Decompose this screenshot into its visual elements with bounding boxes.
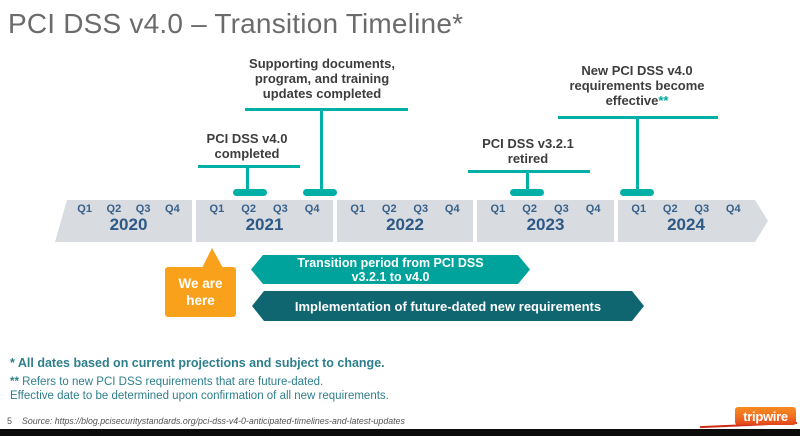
timeline-year-2020: Q1 Q2 Q3 Q4 2020: [55, 200, 192, 242]
quarter-label: Q3: [694, 203, 710, 215]
video-bottom-bar: [0, 429, 800, 436]
milestone-line: [468, 170, 590, 173]
footnote-3: Effective date to be determined upon con…: [10, 390, 389, 402]
timeline-year-2022: Q1 Q2 Q3 Q4 2022: [337, 200, 473, 242]
year-label: 2022: [386, 215, 424, 234]
tripwire-logo: tripwire: [735, 407, 796, 425]
quarter-label: Q3: [135, 203, 151, 215]
quarter-label: Q3: [273, 203, 288, 215]
page-number: 5: [7, 416, 13, 426]
quarter-label: Q1: [209, 203, 225, 215]
we-are-here-callout: We are here: [165, 267, 236, 317]
footnote-text: All dates based on current projections a…: [14, 356, 385, 370]
milestone-stem: [526, 171, 529, 191]
timeline-year-2024: Q1 Q2 Q3 Q4 2024: [618, 200, 768, 242]
quarter-label: Q1: [490, 203, 506, 215]
milestone-marker: [620, 189, 654, 196]
quarter-row: Q1 Q2 Q3 Q4: [337, 203, 473, 215]
we-are-here-pointer: [202, 248, 223, 268]
transition-period-bar: Transition period from PCI DSS v3.2.1 to…: [251, 255, 530, 284]
quarter-label: Q2: [522, 203, 537, 215]
year-label: 2020: [109, 215, 148, 234]
year-label: 2024: [667, 215, 705, 234]
quarter-row: Q1 Q2 Q3 Q4: [477, 203, 614, 215]
quarter-label: Q3: [413, 203, 429, 215]
year-label: 2021: [245, 215, 284, 234]
quarter-label: Q2: [241, 203, 256, 215]
milestone-text: PCI DSS v3.2.1 retired: [482, 136, 574, 166]
milestone-label: PCI DSS v3.2.1 retired: [458, 136, 598, 166]
milestone-marker: [510, 189, 544, 196]
quarter-label: Q1: [77, 203, 92, 215]
milestone-text: Supporting documents, program, and train…: [249, 56, 395, 101]
quarter-label: Q1: [350, 203, 366, 215]
quarter-label: Q2: [381, 203, 397, 215]
milestone-text: New PCI DSS v4.0 requirements become eff…: [569, 63, 705, 108]
timeline-year-2021: Q1 Q2 Q3 Q4 2021: [196, 200, 333, 242]
footnote-text: Effective date to be determined upon con…: [10, 390, 389, 402]
milestone-label: New PCI DSS v4.0 requirements become eff…: [552, 63, 722, 108]
quarter-label: Q2: [662, 203, 678, 215]
milestone-stem: [246, 166, 249, 191]
footnote-text: Refers to new PCI DSS requirements that …: [18, 376, 324, 388]
quarter-row: Q1 Q2 Q3 Q4: [196, 203, 333, 215]
milestone-label: PCI DSS v4.0 completed: [187, 131, 307, 161]
quarter-label: Q4: [585, 203, 601, 215]
milestone-marker: [233, 189, 267, 196]
milestone-suffix: **: [658, 93, 669, 108]
quarter-row: Q1 Q2 Q3 Q4: [65, 203, 192, 215]
footnote-1: * All dates based on current projections…: [10, 356, 385, 370]
source-link: Source: https://blog.pcisecuritystandard…: [22, 415, 405, 426]
quarter-label: Q4: [444, 203, 460, 215]
quarter-label: Q4: [725, 203, 741, 215]
milestone-line: [198, 165, 300, 168]
milestone-line: [245, 108, 408, 111]
quarter-row: Q1 Q2 Q3 Q4: [618, 203, 754, 215]
quarter-label: Q4: [304, 203, 320, 215]
footnote-2: ** Refers to new PCI DSS requirements th…: [10, 376, 323, 388]
quarter-label: Q3: [554, 203, 569, 215]
quarter-label: Q1: [631, 203, 647, 215]
year-label: 2023: [526, 215, 565, 234]
milestone-text: PCI DSS v4.0 completed: [206, 131, 288, 161]
milestone-label: Supporting documents, program, and train…: [237, 56, 407, 101]
implementation-period-bar: Implementation of future-dated new requi…: [252, 291, 644, 321]
footnote-marker: *: [10, 356, 15, 370]
quarter-label: Q4: [165, 203, 180, 215]
quarter-label: Q2: [106, 203, 122, 215]
page-title: PCI DSS v4.0 – Transition Timeline*: [8, 8, 464, 39]
milestone-marker: [303, 189, 337, 196]
milestone-stem: [636, 117, 639, 191]
footnote-marker: **: [10, 376, 19, 388]
milestone-stem: [320, 109, 323, 191]
timeline-year-2023: Q1 Q2 Q3 Q4 2023: [477, 200, 614, 242]
